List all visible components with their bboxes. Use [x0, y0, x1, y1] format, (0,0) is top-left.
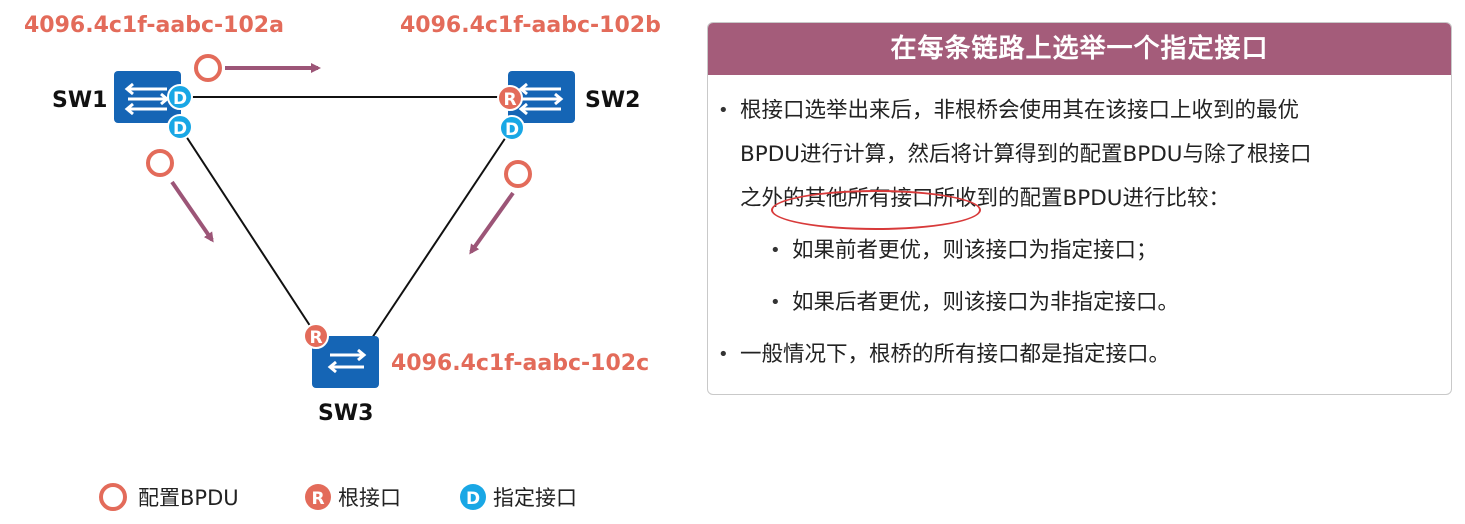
bpdu-legend-icon: [99, 483, 127, 511]
bullet-text-line: BPDU进行计算，然后将计算得到的配置BPDU与除了根接口: [740, 142, 1312, 167]
svg-text:D: D: [173, 89, 187, 109]
svg-text:R: R: [309, 328, 322, 348]
legend-item-root-port: R 根接口: [305, 484, 401, 510]
switch-sw1-icon: [114, 71, 181, 123]
bpdu-circle: [504, 160, 532, 188]
link-sw2-sw3: [371, 127, 513, 339]
stp-topology-diagram: D D SW1 4096.4c1f-aabc-102a R D SW2 4096…: [24, 13, 661, 511]
link-sw1-sw3: [179, 126, 319, 339]
switch-sw2-icon: [508, 71, 575, 123]
svg-text:R: R: [311, 489, 324, 509]
designated-port-icon: D: [167, 114, 193, 140]
root-port-icon: R: [303, 323, 329, 349]
panel-title: 在每条链路上选举一个指定接口: [708, 23, 1451, 75]
switch-label-sw1: SW1: [52, 88, 107, 113]
bullet-text-line: 一般情况下，根桥的所有接口都是指定接口。: [740, 342, 1171, 367]
bpdu-circle: [146, 149, 174, 177]
bullet-text-line: 之外的其他所有接口所收到的配置BPDU进行比较：: [740, 177, 1441, 230]
bullet-text-line: 根接口选举出来后，非根桥会使用其在该接口上收到的最优: [740, 98, 1300, 123]
svg-text:R: R: [503, 90, 516, 110]
sub-bullet-item: 如果后者更优，则该接口为非指定接口。: [770, 281, 1441, 325]
legend-item-bpdu: 配置BPDU: [99, 483, 239, 511]
bullet-text-part: 所收到的配置BPDU进行比较：: [933, 186, 1231, 211]
highlight-ellipse: [771, 190, 982, 230]
mac-label-sw2: 4096.4c1f-aabc-102b: [400, 13, 661, 38]
explanation-panel: 在每条链路上选举一个指定接口 根接口选举出来后，非根桥会使用其在该接口上收到的最…: [707, 22, 1452, 395]
switch-label-sw3: SW3: [318, 401, 373, 426]
bullet-item: 一般情况下，根桥的所有接口都是指定接口。: [718, 333, 1441, 377]
mac-label-sw1: 4096.4c1f-aabc-102a: [24, 13, 284, 38]
svg-text:D: D: [173, 119, 187, 139]
bpdu-arrow-sw2-sw3: [469, 191, 515, 255]
switch-sw3-icon: [312, 336, 379, 388]
panel-body: 根接口选举出来后，非根桥会使用其在该接口上收到的最优 BPDU进行计算，然后将计…: [718, 89, 1441, 377]
root-port-legend-icon: [305, 484, 331, 510]
designated-port-icon: D: [167, 84, 193, 110]
bpdu-arrow-sw1-sw3: [170, 180, 214, 243]
highlighted-text: 的其他所有接口: [771, 186, 982, 230]
designated-port-icon: D: [499, 115, 525, 141]
sub-bullet-item: 如果前者更优，则该接口为指定接口；: [770, 229, 1441, 273]
svg-text:D: D: [466, 489, 480, 509]
svg-text:D: D: [505, 120, 519, 140]
bullet-item: 根接口选举出来后，非根桥会使用其在该接口上收到的最优 BPDU进行计算，然后将计…: [718, 89, 1441, 230]
legend-label: 配置BPDU: [138, 486, 239, 510]
legend: 配置BPDU R 根接口 D 指定接口: [99, 483, 577, 511]
sub-bullet-text: 如果后者更优，则该接口为非指定接口。: [792, 290, 1180, 315]
mac-label-sw3: 4096.4c1f-aabc-102c: [391, 351, 649, 376]
designated-port-legend-icon: [460, 484, 486, 510]
legend-item-designated-port: D 指定接口: [460, 484, 577, 510]
sub-bullet-text: 如果前者更优，则该接口为指定接口；: [792, 238, 1158, 263]
bpdu-circle: [194, 54, 222, 82]
legend-label: 指定接口: [493, 486, 577, 510]
legend-label: 根接口: [338, 486, 401, 510]
switch-label-sw2: SW2: [585, 88, 640, 113]
root-port-icon: R: [497, 85, 523, 111]
